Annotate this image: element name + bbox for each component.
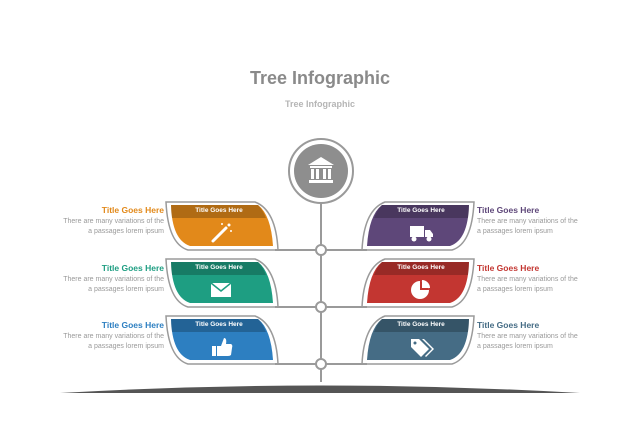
page-subtitle: Tree Infographic	[284, 99, 355, 109]
item-title: Title Goes Here	[477, 205, 540, 215]
leaf-title-right-1: Title Goes Here	[397, 207, 445, 214]
item-description: There are many variations of the a passa…	[34, 217, 164, 237]
item-title: Title Goes Here	[477, 320, 540, 330]
leaf-header	[374, 319, 469, 332]
description-line: There are many variations of the	[63, 276, 164, 283]
envelope-icon	[210, 282, 232, 297]
trunk-node	[315, 358, 327, 370]
item-description: There are many variations of the a passa…	[477, 217, 607, 237]
leaf-title-left-1: Title Goes Here	[195, 207, 243, 214]
item-description: There are many variations of the a passa…	[477, 332, 607, 352]
item-title: Title Goes Here	[101, 205, 164, 215]
trunk-node	[315, 244, 327, 256]
truck-icon	[410, 226, 433, 242]
item-description: There are many variations of the a passa…	[34, 275, 164, 295]
description-line: a passages lorem ipsum	[477, 228, 553, 235]
description-line: a passages lorem ipsum	[477, 343, 553, 350]
leaf-body	[171, 319, 273, 360]
item-title: Title Goes Here	[101, 320, 164, 330]
leaf-outline	[361, 258, 475, 308]
leaf-outline	[361, 315, 475, 365]
pie-chart-icon	[411, 280, 430, 299]
leaf-body	[171, 262, 273, 303]
leaf-header	[171, 262, 266, 275]
right-item-1: Title Goes Here There are many variation…	[477, 204, 607, 237]
description-line: a passages lorem ipsum	[88, 286, 164, 293]
left-item-3: Title Goes Here There are many variation…	[34, 319, 164, 352]
left-item-1: Title Goes Here There are many variation…	[34, 204, 164, 237]
leaf-body	[171, 205, 273, 246]
ground	[60, 385, 580, 393]
description-line: a passages lorem ipsum	[88, 343, 164, 350]
left-item-2: Title Goes Here There are many variation…	[34, 262, 164, 295]
description-line: There are many variations of the	[477, 276, 578, 283]
tags-icon	[411, 339, 434, 357]
description-line: There are many variations of the	[477, 218, 578, 225]
description-line: a passages lorem ipsum	[477, 286, 553, 293]
leaf-outline	[165, 315, 279, 365]
leaf-header	[171, 319, 266, 332]
description-line: There are many variations of the	[477, 333, 578, 340]
item-title: Title Goes Here	[101, 263, 164, 273]
right-item-3: Title Goes Here There are many variation…	[477, 319, 607, 352]
right-item-2: Title Goes Here There are many variation…	[477, 262, 607, 295]
leaf-title-right-3: Title Goes Here	[397, 321, 445, 328]
leaf-body	[367, 205, 469, 246]
description-line: There are many variations of the	[63, 218, 164, 225]
leaf-header	[374, 205, 469, 218]
leaf-header	[171, 205, 266, 218]
leaf-outline	[361, 201, 475, 251]
description-line: a passages lorem ipsum	[88, 228, 164, 235]
bank-icon	[308, 157, 334, 183]
magic-wand-icon	[211, 223, 232, 243]
leaf-title-left-3: Title Goes Here	[195, 321, 243, 328]
item-title: Title Goes Here	[477, 263, 540, 273]
leaf-title-left-2: Title Goes Here	[195, 264, 243, 271]
description-line: There are many variations of the	[63, 333, 164, 340]
leaf-outline	[165, 201, 279, 251]
leaf-title-right-2: Title Goes Here	[397, 264, 445, 271]
thumbs-up-icon	[212, 338, 233, 356]
trunk-node	[315, 301, 327, 313]
page-title: Tree Infographic	[249, 68, 391, 88]
item-description: There are many variations of the a passa…	[34, 332, 164, 352]
leaf-outline	[165, 258, 279, 308]
root-circle-inner	[294, 144, 348, 198]
leaf-header	[374, 262, 469, 275]
item-description: There are many variations of the a passa…	[477, 275, 607, 295]
